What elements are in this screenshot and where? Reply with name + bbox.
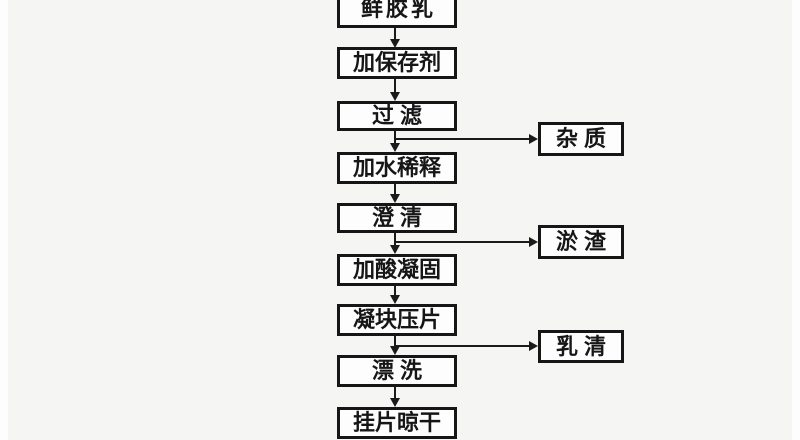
byproduct-box-serum: 乳清 [538, 330, 624, 363]
connector-line [394, 131, 397, 143]
connector-line [394, 28, 397, 39]
flow-step-box-hang-dry: 挂片晾干 [337, 407, 457, 439]
flow-step-box-acid-coagulate: 加酸凝固 [337, 254, 457, 286]
arrowhead-right-icon [529, 236, 538, 247]
arrowhead-down-icon [389, 346, 400, 355]
connector-line [394, 233, 397, 245]
flow-step-label: 加水稀释 [352, 155, 441, 181]
arrowhead-right-icon [529, 133, 538, 144]
page-margin-left [0, 0, 8, 440]
branch-line [395, 241, 529, 244]
arrowhead-down-icon [389, 398, 400, 407]
flow-step-label: 漂洗 [371, 358, 428, 384]
flow-step-box-dilute: 加水稀释 [337, 152, 457, 184]
arrowhead-down-icon [389, 143, 400, 152]
arrowhead-right-icon [529, 340, 538, 351]
byproduct-box-impurities: 杂质 [538, 122, 624, 156]
arrowhead-down-icon [389, 39, 400, 48]
branch-line [395, 345, 529, 348]
arrowhead-down-icon [389, 194, 400, 203]
connector-line [394, 387, 397, 398]
flow-step-box-rinse: 漂洗 [337, 355, 457, 387]
flow-step-label: 鲜胶乳 [360, 0, 436, 22]
arrowhead-down-icon [389, 245, 400, 254]
connector-line [394, 184, 397, 194]
flow-step-box-clarify: 澄清 [337, 203, 457, 233]
arrowhead-down-icon [389, 295, 400, 304]
flow-step-label: 澄清 [371, 205, 428, 231]
byproduct-label: 杂质 [555, 126, 612, 152]
branch-line [395, 138, 529, 141]
flow-step-label: 加保存剂 [352, 50, 441, 76]
flow-step-label: 加酸凝固 [352, 257, 441, 283]
flow-step-box-fresh-latex: 鲜胶乳 [337, 0, 457, 28]
flow-step-label: 凝块压片 [352, 307, 441, 333]
byproduct-label: 乳清 [555, 333, 612, 360]
connector-line [394, 79, 397, 92]
flow-step-box-filter: 过滤 [337, 101, 457, 131]
flow-step-label: 挂片晾干 [352, 410, 441, 436]
arrowhead-down-icon [389, 92, 400, 101]
flow-step-box-add-preservative: 加保存剂 [337, 47, 457, 79]
page-margin-right [792, 0, 800, 440]
connector-line [394, 286, 397, 295]
byproduct-box-sludge: 淤渣 [538, 225, 624, 259]
flow-step-box-press-coagulum: 凝块压片 [337, 304, 457, 336]
byproduct-label: 淤渣 [555, 229, 612, 255]
connector-line [394, 336, 397, 346]
flow-step-label: 过滤 [371, 103, 428, 129]
